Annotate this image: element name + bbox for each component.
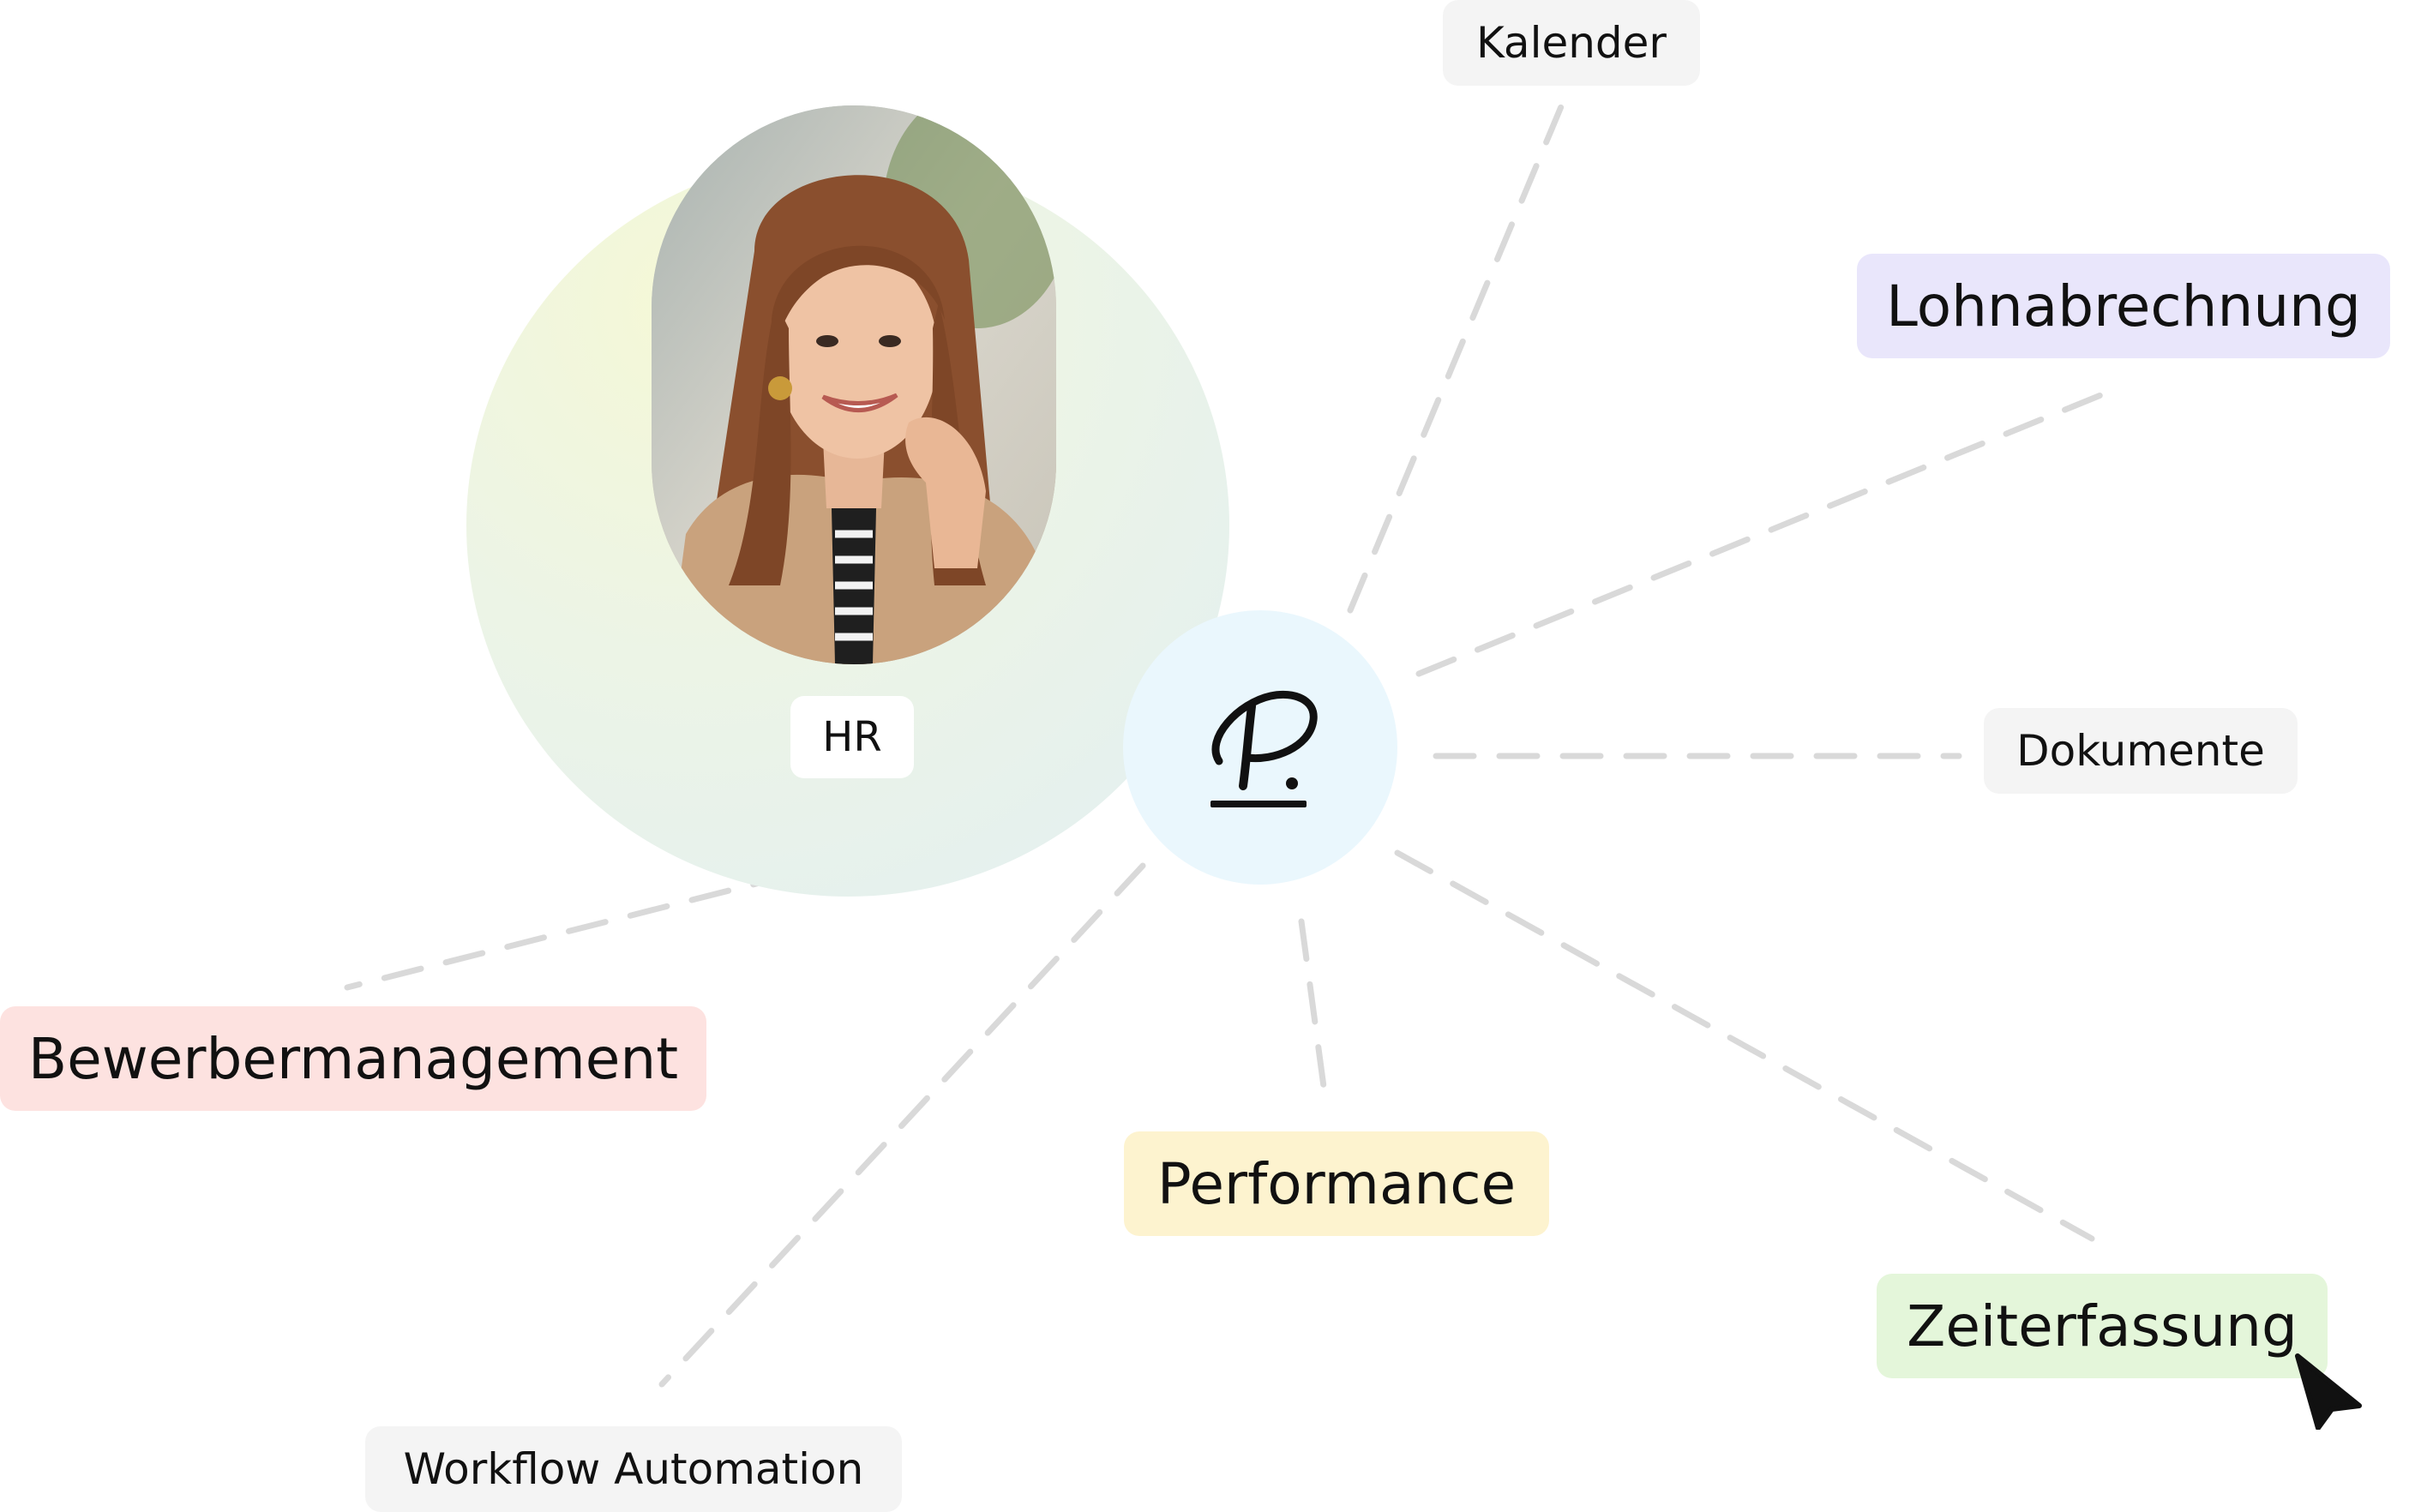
node-zeiterfassung: Zeiterfassung bbox=[1877, 1274, 2328, 1378]
connector-performance bbox=[1298, 918, 1328, 1096]
hr-person-photo bbox=[652, 105, 1056, 664]
node-performance: Performance bbox=[1124, 1131, 1549, 1236]
node-bewerbermanagement: Bewerbermanagement bbox=[0, 1006, 706, 1111]
mouse-pointer-icon bbox=[2295, 1353, 2362, 1430]
node-workflow-automation: Workflow Automation bbox=[365, 1426, 902, 1512]
signature-p-logo-icon bbox=[1210, 690, 1318, 807]
connector-lohnabrechnung bbox=[1415, 385, 2121, 677]
hub-logo bbox=[1123, 610, 1397, 885]
node-kalender: Kalender bbox=[1443, 0, 1700, 86]
hr-label: HR bbox=[790, 696, 914, 778]
connector-zeiterfassung bbox=[1394, 849, 2095, 1242]
connector-kalender bbox=[1347, 101, 1565, 614]
node-lohnabrechnung: Lohnabrechnung bbox=[1857, 254, 2390, 358]
connector-workflow bbox=[658, 862, 1146, 1388]
node-dokumente: Dokumente bbox=[1984, 708, 2298, 794]
